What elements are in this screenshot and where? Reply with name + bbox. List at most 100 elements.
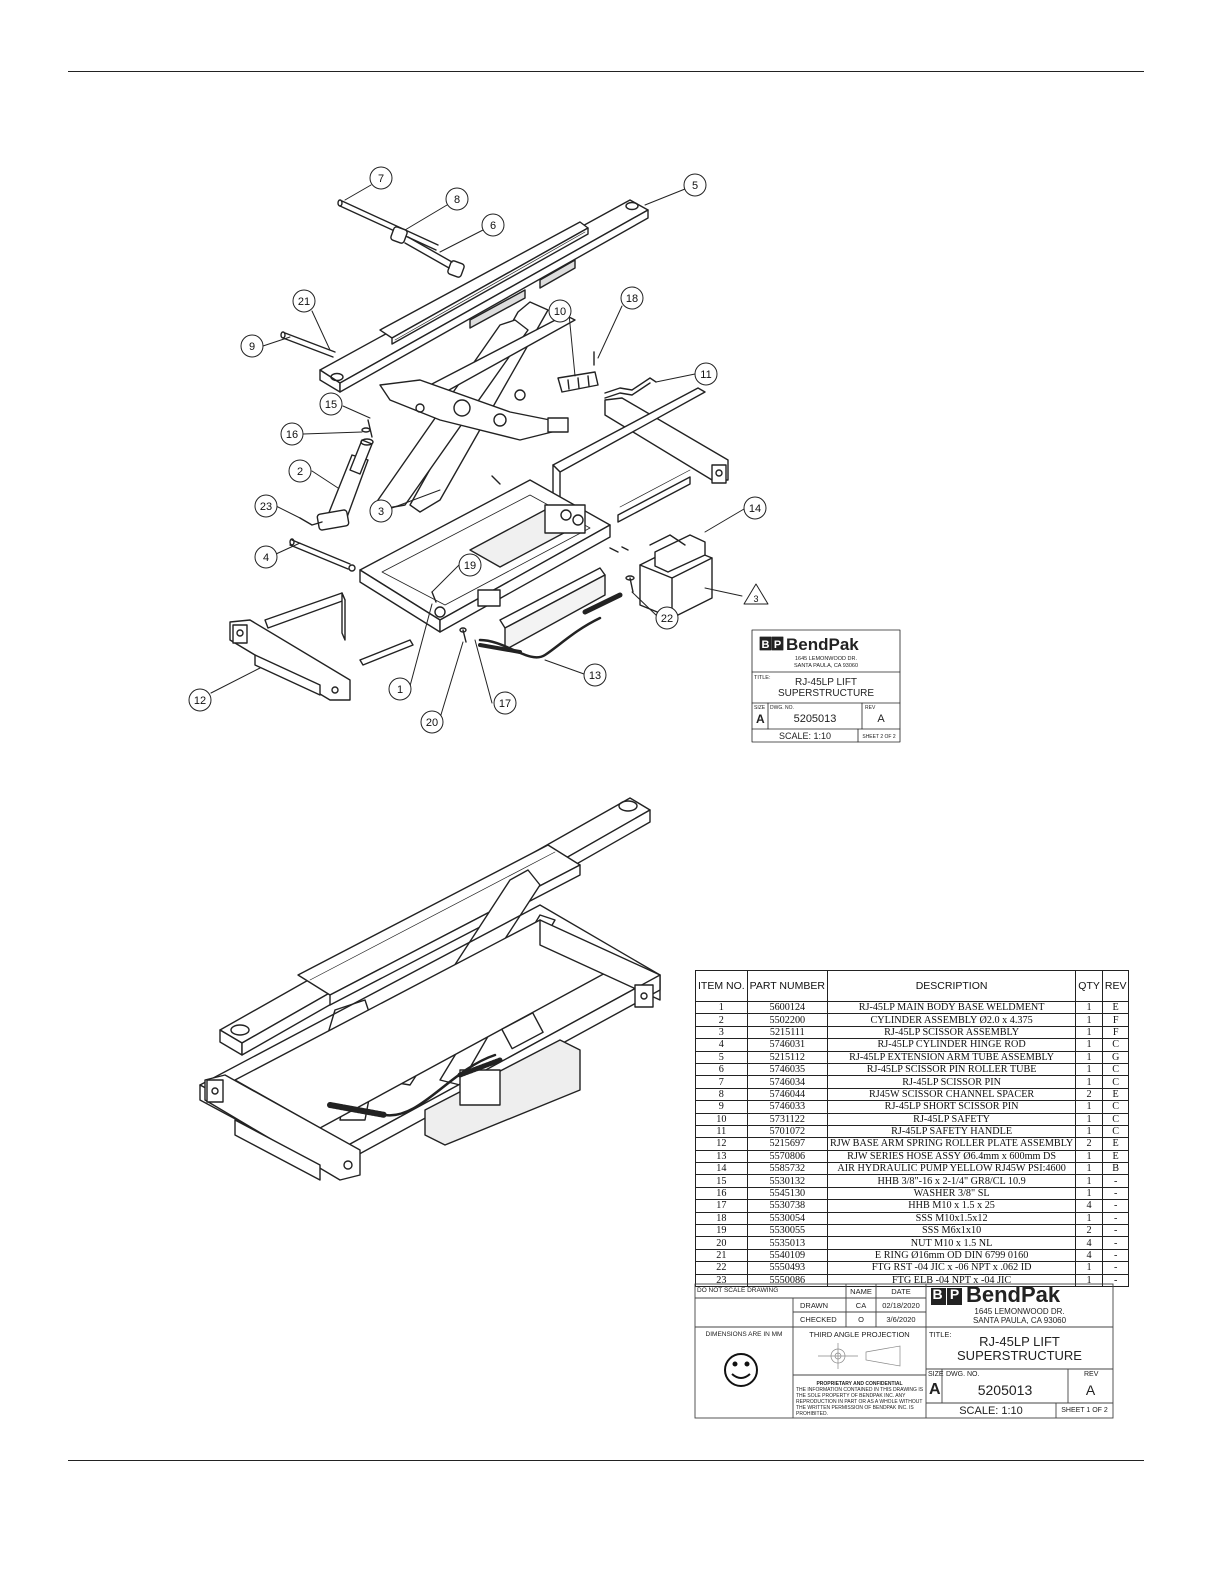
- size-label: SIZE: [928, 1371, 944, 1378]
- do-not-scale-note: DO NOT SCALE DRAWING: [697, 1287, 779, 1294]
- proprietary-line3: REPRODUCTION IN PART OR AS A WHOLE WITHO…: [796, 1399, 923, 1405]
- part-scissor-assembly: [377, 301, 576, 513]
- proprietary-line5: PROHIBITED.: [796, 1411, 828, 1417]
- drawn-label: DRAWN: [800, 1301, 829, 1310]
- address-line1: 1645 LEMONWOOD DR.: [974, 1307, 1065, 1316]
- callout-10: 10: [554, 306, 566, 318]
- checked-name: O: [858, 1315, 864, 1324]
- part-base-arm-right: [552, 387, 729, 523]
- part-cylinder-hinge-rod: [289, 538, 356, 572]
- callout-numbers: 7 8 6 5 21 9 10 18 11 15 16 2 3 23 4 14 …: [194, 173, 761, 729]
- small-rev: A: [877, 713, 885, 725]
- proprietary-line4: THE WRITTEN PERMISSION OF BENDPAK INC. I…: [796, 1405, 914, 1411]
- callout-11: 11: [700, 369, 711, 381]
- drawing-title-line1: RJ-45LP LIFT: [979, 1334, 1060, 1349]
- logo-text: BendPak: [966, 1282, 1061, 1307]
- small-dwg-label: DWG. NO.: [770, 705, 794, 711]
- dwg-no-label: DWG. NO.: [946, 1371, 980, 1378]
- sheet-number: SHEET 1 OF 2: [1061, 1407, 1108, 1414]
- callout-circles: [188, 166, 767, 734]
- note-triangle-number: 3: [753, 594, 758, 604]
- callout-19: 19: [464, 560, 476, 572]
- smiley-face-icon: [724, 1353, 758, 1387]
- address-line2: SANTA PAULA, CA 93060: [972, 1316, 1067, 1325]
- callout-23: 23: [260, 501, 272, 513]
- small-titleblock: [751, 629, 901, 743]
- small-addr1: 1645 LEMONWOOD DR.: [795, 656, 858, 662]
- third-angle-projection-icon: [818, 1343, 901, 1369]
- small-scale: SCALE: 1:10: [779, 731, 831, 741]
- callout-4: 4: [263, 552, 269, 564]
- small-rev-label: REV: [865, 705, 876, 711]
- callout-12: 12: [194, 695, 206, 707]
- callout-2: 2: [297, 466, 303, 478]
- callout-16: 16: [286, 429, 298, 441]
- callout-17: 17: [499, 698, 511, 710]
- name-label: NAME: [850, 1287, 872, 1296]
- part-air-hydraulic-pump: [639, 534, 713, 619]
- small-dwg-no: 5205013: [794, 713, 837, 725]
- date-label: DATE: [891, 1287, 911, 1296]
- callout-15: 15: [325, 399, 337, 411]
- small-logo-text: BendPak: [786, 635, 859, 654]
- callout-20: 20: [426, 717, 438, 729]
- small-addr2: SANTA PAULA, CA 93060: [794, 663, 858, 669]
- small-title-label: TITLE:: [754, 675, 771, 681]
- small-titleblock-text: B P BendPak 1645 LEMONWOOD DR. SANTA PAU…: [754, 635, 896, 741]
- bom-item: 1: [695, 1000, 748, 1015]
- part-extension-arm-tube: [319, 199, 649, 393]
- title-label: TITLE:: [929, 1330, 952, 1339]
- proprietary-title: PROPRIETARY AND CONFIDENTIAL: [816, 1381, 903, 1387]
- drawn-name: CA: [855, 1301, 867, 1310]
- callout-6: 6: [490, 220, 496, 232]
- part-short-scissor-pin: [280, 331, 336, 358]
- part-safety: [557, 351, 599, 393]
- part-channel-spacer: [390, 226, 465, 278]
- part-safety-handle: [604, 377, 657, 399]
- projection-label: THIRD ANGLE PROJECTION: [809, 1330, 910, 1339]
- callout-22: 22: [661, 613, 673, 625]
- callout-3: 3: [378, 506, 384, 518]
- note-triangle-icon: [743, 583, 769, 605]
- part-base-arm-left: [229, 592, 414, 701]
- small-title2: SUPERSTRUCTURE: [778, 688, 874, 699]
- small-size: A: [756, 712, 765, 726]
- drawing-number: 5205013: [977, 1382, 1033, 1398]
- callout-18: 18: [626, 293, 638, 305]
- small-sheet: SHEET 2 OF 2: [862, 734, 895, 740]
- bom-rev: E: [1101, 1000, 1130, 1015]
- checked-label: CHECKED: [800, 1315, 837, 1324]
- small-title1: RJ-45LP LIFT: [795, 677, 857, 688]
- small-logo-b: B: [762, 639, 770, 651]
- small-size-label: SIZE: [754, 705, 766, 711]
- drawn-date: 02/18/2020: [882, 1301, 920, 1310]
- bill-of-materials-table: ITEM NO. PART NUMBER DESCRIPTION QTY REV…: [695, 970, 1130, 1288]
- logo-p: P: [949, 1286, 960, 1302]
- bom-part-number: 5600124: [746, 1000, 828, 1015]
- callout-9: 9: [249, 341, 255, 353]
- part-roller-tube: [404, 236, 453, 269]
- drawing-revision: A: [1085, 1382, 1096, 1398]
- proprietary-line2: THE SOLE PROPERTY OF BENDPAK INC. ANY: [796, 1393, 906, 1399]
- part-hose-assembly: [478, 592, 623, 659]
- dimensions-note: DIMENSIONS ARE IN MM: [705, 1331, 783, 1338]
- assembled-view: [199, 797, 661, 1181]
- footer-rule: [68, 1460, 1144, 1461]
- drawing-title-line2: SUPERSTRUCTURE: [957, 1348, 1082, 1363]
- part-small-hardware: [431, 475, 635, 643]
- bom-description: RJ-45LP MAIN BODY BASE WELDMENT: [826, 1000, 1077, 1015]
- logo-b: B: [932, 1286, 943, 1302]
- callout-8: 8: [454, 194, 460, 206]
- part-scissor-pin: [337, 199, 439, 251]
